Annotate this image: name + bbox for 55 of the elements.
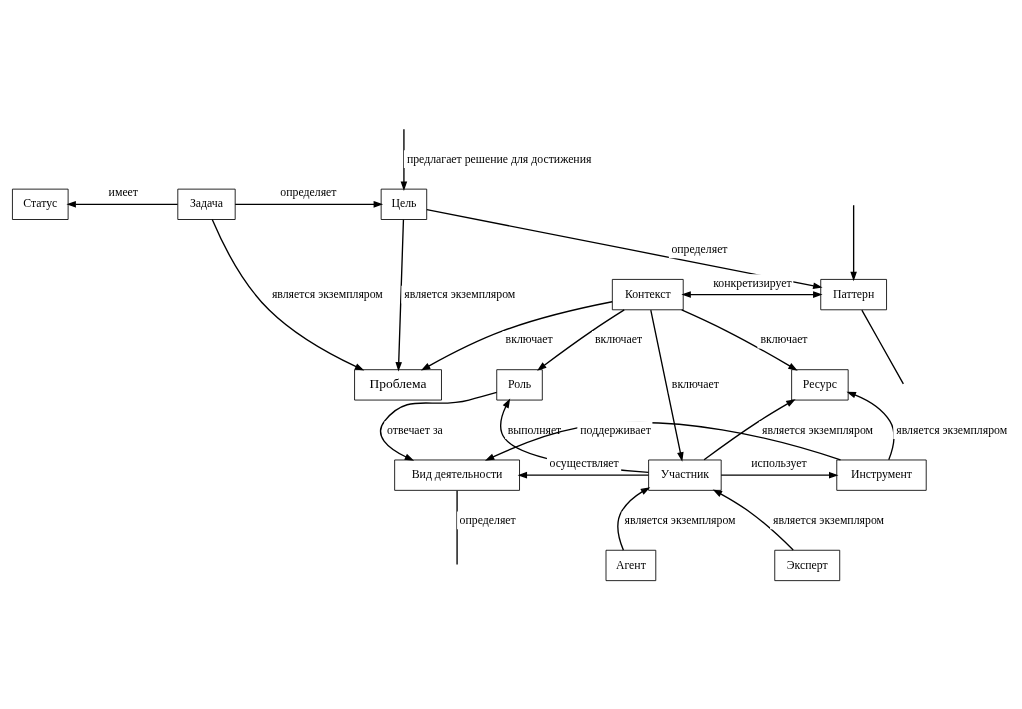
arrow (680, 309, 798, 371)
edge-label: определяет (459, 512, 516, 527)
arrow (65, 201, 178, 208)
edge-label: предлагает решение для достижения (406, 151, 591, 166)
arrow (379, 391, 497, 461)
edge-label: использует (750, 456, 807, 471)
edge-label: определяет (279, 185, 336, 200)
connector (455, 489, 458, 566)
edge-label: включает (671, 377, 719, 392)
node-box: Роль (495, 369, 543, 401)
arrow (211, 218, 364, 371)
edge-label: поддерживает (579, 422, 651, 437)
arrow (425, 209, 823, 290)
arrow (517, 471, 649, 479)
arrow (720, 471, 838, 479)
arrow (400, 128, 407, 191)
node-box: Эксперт (773, 549, 840, 582)
arrow (712, 489, 794, 551)
arrow (420, 301, 613, 371)
arrow (846, 391, 895, 461)
edge-label: осуществляет (548, 456, 619, 471)
arrow (616, 487, 650, 551)
edge-label: имеет (108, 185, 138, 200)
arrow (680, 291, 823, 298)
node-box: Ресурс (790, 369, 849, 401)
edge-label: является экземпляром (403, 287, 515, 302)
edge-label: отвечает за (386, 422, 443, 437)
node-box: Инструмент (835, 459, 927, 491)
node-box: Контекст (611, 279, 684, 311)
edge-label: включает (759, 332, 808, 347)
node-box: Паттерн (819, 279, 887, 311)
node-box: Агент (605, 549, 656, 582)
node-box: Задача (176, 188, 236, 220)
edge-label: конкретизирует (712, 275, 792, 290)
edge-label: определяет (670, 242, 728, 256)
edge-label: является экземпляром (895, 422, 1007, 437)
node-box: Цель (380, 188, 427, 220)
node-box: Проблема (353, 369, 442, 401)
node-box: Статус (11, 188, 69, 220)
edge-label: включает (505, 332, 553, 347)
arrow (234, 201, 383, 208)
edge-label: является экземпляром (624, 512, 736, 527)
edge-label: включает (594, 332, 642, 347)
arrow (702, 399, 796, 461)
connector (860, 309, 904, 385)
arrow (394, 219, 404, 372)
arrow (649, 309, 684, 462)
edge-label: является экземпляром (761, 422, 873, 437)
edge-label: выполняет (507, 422, 561, 437)
node-box: Участник (647, 459, 722, 491)
node-box: Вид деятельности (393, 459, 520, 491)
arrow (536, 309, 625, 371)
arrow (849, 204, 857, 282)
edge-label: является экземпляром (772, 512, 884, 527)
edge-label: является экземпляром (271, 287, 383, 302)
